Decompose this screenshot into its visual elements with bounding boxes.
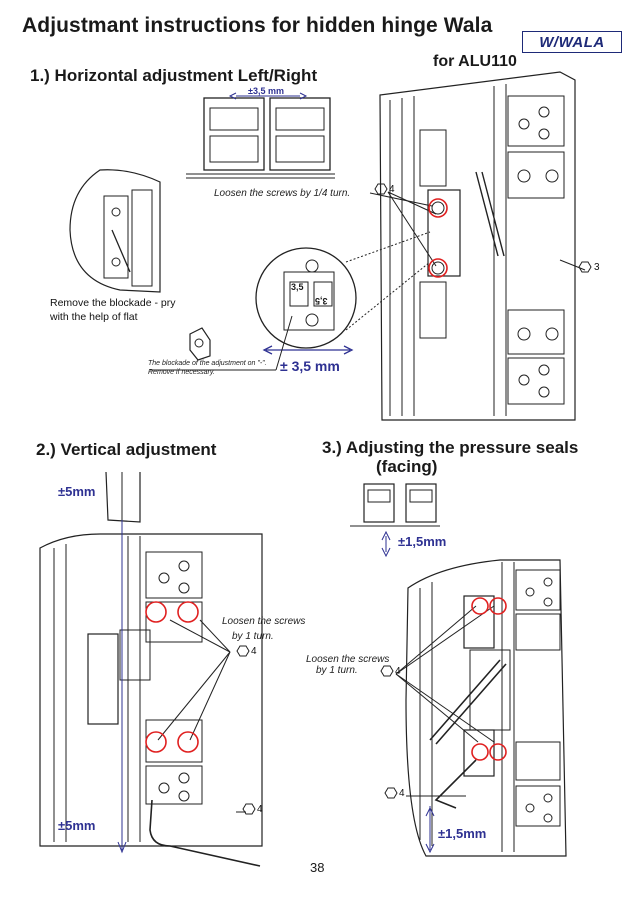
loosen-note-3-line2: by 1 turn. [316, 665, 358, 676]
blockade-adjust-line1: The blockade of the adjustment on "-". [148, 360, 267, 367]
profile-section-2 [105, 471, 141, 523]
screw-markers [145, 198, 507, 761]
vertical-range-bottom: ±5mm [58, 818, 96, 833]
screw-size-label: 4 [395, 666, 401, 677]
blockade-note-line2: with the help of flat [50, 311, 138, 323]
page-number: 38 [310, 860, 325, 875]
hex-icon [242, 803, 256, 815]
model-label: for ALU110 [433, 53, 517, 70]
page-title: Adjustmant instructions for hidden hinge… [22, 14, 493, 37]
zoom-circle [255, 231, 431, 355]
blockade-piece [189, 327, 211, 361]
pressure-range-bottom: ±1,5mm [438, 826, 487, 841]
section1-heading: 1.) Horizontal adjustment Left/Right [30, 66, 318, 85]
detail-bubble-left [69, 169, 161, 293]
logo-text: W/WALA [539, 33, 605, 51]
loosen-note-3-line1: Loosen the screws [306, 654, 390, 665]
dial-top: 3,5 [291, 282, 304, 292]
profile-dim-label: ±3,5 mm [248, 86, 284, 96]
hex-icon [380, 665, 394, 677]
pressure-range-top: ±1,5mm [398, 534, 447, 549]
horizontal-range: ± 3,5 mm [280, 358, 340, 374]
loosen-note-2-line2: by 1 turn. [232, 631, 274, 642]
screw-size-label: 3 [594, 262, 600, 273]
profile-section-1 [186, 92, 335, 179]
loosen-note-1: Loosen the screws by 1/4 turn. [214, 188, 351, 199]
hex-icon [384, 787, 398, 799]
blockade-adjust-line2: Remove if necessary. [148, 369, 215, 376]
screw-size-label: 4 [251, 646, 257, 657]
wala-logo: W/WALA [522, 31, 622, 53]
hex-icon [236, 645, 250, 657]
hinge-panel-large [379, 71, 576, 421]
screw-size-label: 4 [389, 184, 395, 195]
hex-icon [374, 183, 388, 195]
hex-icon [578, 261, 592, 273]
section3-heading-line2: (facing) [376, 457, 438, 476]
section3-heading-line1: 3.) Adjusting the pressure seals [322, 438, 579, 457]
hinge-panel-pressure [405, 559, 567, 857]
vertical-range-top: ±5mm [58, 484, 96, 499]
loosen-note-2-line1: Loosen the screws [222, 616, 306, 627]
screw-size-label: 4 [399, 788, 405, 799]
section2-heading: 2.) Vertical adjustment [36, 440, 217, 459]
profile-section-3 [350, 483, 440, 558]
hinge-panel-vertical [39, 520, 263, 867]
dial-bottom: 3,5 [315, 296, 328, 306]
screw-size-label: 4 [257, 804, 263, 815]
blockade-note-line1: Remove the blockade - pry [50, 297, 176, 309]
